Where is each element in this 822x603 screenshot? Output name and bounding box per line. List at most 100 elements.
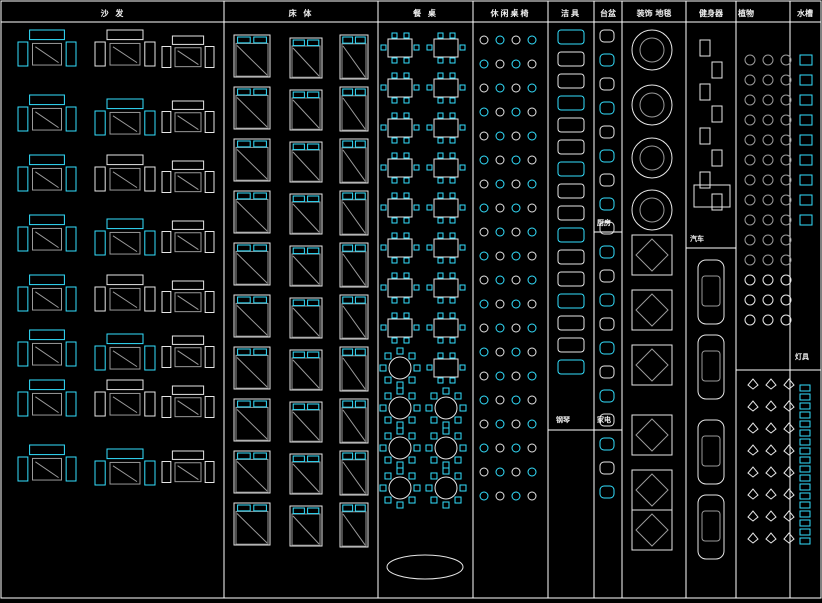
sink-symbol [799, 154, 813, 166]
car-symbol [697, 494, 725, 560]
armchair-right [65, 341, 77, 367]
chair [459, 444, 467, 452]
chair [449, 57, 456, 64]
round-rug [631, 137, 673, 179]
bed-hatch [236, 45, 268, 76]
chair [437, 32, 444, 39]
pillow [342, 36, 354, 44]
table-hatch [177, 465, 199, 480]
header-sofa: 沙 发 [100, 8, 126, 18]
sofa-back [29, 274, 65, 286]
pillow [292, 403, 305, 411]
chair [384, 392, 392, 400]
sofa-back [106, 274, 144, 286]
chair [379, 484, 387, 492]
plant-symbol [780, 94, 792, 106]
bathtub-symbol [557, 161, 585, 177]
plant-symbol [744, 54, 756, 66]
bed-cover [291, 45, 321, 78]
bathtub-symbol [557, 95, 585, 111]
plant-symbol [744, 74, 756, 86]
bathtub-symbol [557, 271, 585, 287]
chair [437, 112, 444, 119]
chair [437, 352, 444, 359]
sink-symbol [799, 74, 813, 86]
chair [454, 392, 462, 400]
lounge-chair-symbol [511, 443, 521, 453]
coffee-table [174, 47, 202, 68]
table-top [434, 476, 458, 500]
chair [380, 284, 387, 291]
chair [380, 164, 387, 171]
lounge-chair-symbol [511, 155, 521, 165]
dining-table-symbol [425, 387, 467, 429]
table-hatch [177, 295, 199, 310]
chair [396, 387, 404, 395]
armchair-right [204, 461, 215, 483]
chair [408, 496, 416, 504]
lounge-chair-symbol [479, 299, 489, 309]
pillow [307, 195, 320, 203]
chair [403, 297, 410, 304]
lounge-chair-symbol [495, 59, 505, 69]
pillow [354, 452, 366, 460]
chair [408, 392, 416, 400]
table-hatch [112, 291, 138, 309]
pillow [307, 351, 320, 359]
table-hatch [112, 396, 138, 414]
decor-symbol [765, 488, 777, 500]
dining-table-symbol [379, 467, 421, 509]
pillow [342, 400, 354, 408]
chair [396, 421, 404, 429]
sofa-set-symbol [17, 274, 77, 312]
armchair-right [65, 226, 77, 252]
car-roof [701, 435, 721, 467]
bed-hatch [292, 411, 320, 441]
plant-symbol [762, 234, 774, 246]
basin-symbol [599, 77, 615, 91]
coffee-table [109, 287, 141, 311]
sub-appliance2: 家电 [597, 415, 611, 424]
chair [403, 257, 410, 264]
bed-frame [289, 297, 323, 339]
decor-symbol [747, 488, 759, 500]
table-top [433, 198, 459, 218]
bed-hatch [236, 409, 268, 440]
chair [459, 204, 466, 211]
bed-cover [235, 250, 269, 285]
lounge-chair-symbol [511, 35, 521, 45]
bed-hatch [292, 47, 320, 77]
header-bath: 洁具 [561, 8, 581, 18]
chair [413, 164, 420, 171]
chair [403, 97, 410, 104]
lamp-symbol [799, 438, 811, 446]
bed-hatch [342, 409, 366, 442]
sofa-set-symbol [17, 29, 77, 67]
lounge-chair-symbol [495, 467, 505, 477]
chair [437, 337, 444, 344]
header-rug: 装饰 地毯 [636, 8, 672, 18]
pillow [237, 400, 251, 408]
sub-car: 汽车 [690, 234, 704, 243]
lounge-chair-symbol [527, 251, 537, 261]
decor-symbol [765, 466, 777, 478]
bed-symbol [233, 242, 271, 286]
bed-hatch [236, 149, 268, 180]
bed-cover [235, 510, 269, 545]
lounge-chair-symbol [511, 299, 521, 309]
table-hatch [112, 171, 138, 189]
table-hatch [112, 235, 138, 253]
chair [426, 284, 433, 291]
chair [426, 84, 433, 91]
chair [449, 97, 456, 104]
basin-symbol [599, 53, 615, 67]
lounge-chair-symbol [495, 131, 505, 141]
chair [454, 496, 462, 504]
bed-symbol [289, 401, 323, 443]
bed-frame [339, 138, 369, 184]
lounge-chair-symbol [527, 419, 537, 429]
bed-frame [233, 86, 271, 130]
lounge-chair-symbol [479, 83, 489, 93]
dining-table-symbol [426, 112, 466, 144]
